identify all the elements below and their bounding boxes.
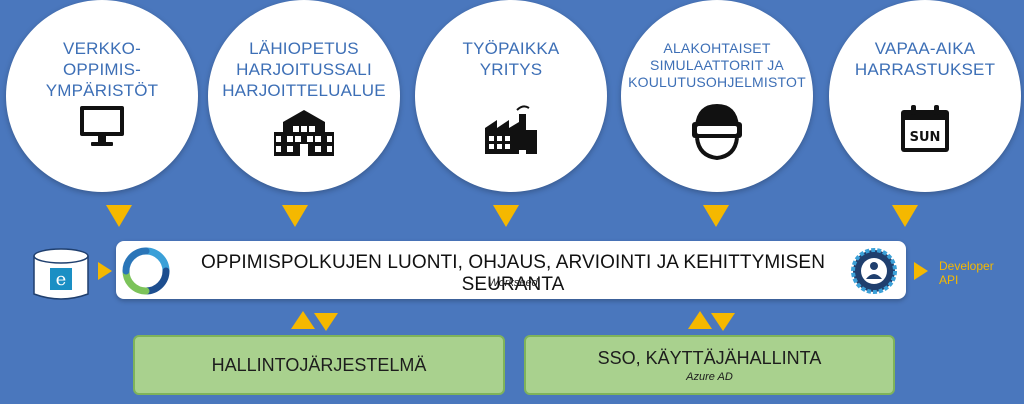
main-platform-bar: OPPIMISPOLKUJEN LUONTI, OHJAUS, ARVIOINT… [116,241,906,299]
arrow-right-icon [914,262,928,280]
user-progress-icon [850,247,898,300]
circle-label: TYÖPAIKKA YRITYS [462,39,560,79]
circle-vapaa-aika: VAPAA-AIKA HARRASTUKSET SUN [829,0,1021,192]
vr-headset-icon [689,100,745,165]
sso-subtitle: Azure AD [686,370,733,383]
sso-box: SSO, KÄYTTÄJÄHALLINTA Azure AD [524,335,895,395]
platform-title: OPPIMISPOLKUJEN LUONTI, OHJAUS, ARVIOINT… [200,252,826,295]
arrow-down-icon [493,205,519,227]
factory-icon [483,100,539,161]
circle-simulaattorit: ALAKOHTAISET SIMULAATTORIT JA KOULUTUSOH… [621,0,813,192]
arrow-right-icon [98,262,112,280]
arrow-down-icon [282,205,308,227]
circle-lahiopetus: LÄHIOPETUS HARJOITUSSALI HARJOITTELUALUE [208,0,400,192]
platform-subtitle: Workseed [488,277,538,289]
school-building-icon [273,108,335,163]
calendar-text: SUN [910,130,941,145]
admin-system-title: HALLINTOJÄRJESTELMÄ [211,354,427,375]
circle-label: VERKKO- OPPIMIS- YMPÄRISTÖT [45,39,159,100]
arrow-down-icon [106,205,132,227]
developer-api-label: Developer API [939,259,994,287]
circle-label: LÄHIOPETUS HARJOITUSSALI HARJOITTELUALUE [222,39,386,100]
arrow-down-icon [314,313,338,331]
circle-label: ALAKOHTAISET SIMULAATTORIT JA KOULUTUSOH… [628,40,806,90]
circle-tyopaikka: TYÖPAIKKA YRITYS [415,0,607,192]
arrow-down-icon [892,205,918,227]
circle-label: VAPAA-AIKA HARRASTUKSET [854,39,996,79]
workseed-logo-icon [122,247,170,300]
calendar-icon: SUN [899,104,951,159]
arrow-down-icon [703,205,729,227]
database-icon: e [30,246,92,309]
circle-verkko: VERKKO- OPPIMIS- YMPÄRISTÖT [6,0,198,192]
arrow-up-icon [291,311,315,329]
admin-system-box: HALLINTOJÄRJESTELMÄ [133,335,505,395]
svg-text:e: e [56,269,67,290]
monitor-icon [78,104,126,153]
arrow-down-icon [711,313,735,331]
sso-title: SSO, KÄYTTÄJÄHALLINTA [597,347,822,368]
arrow-up-icon [688,311,712,329]
